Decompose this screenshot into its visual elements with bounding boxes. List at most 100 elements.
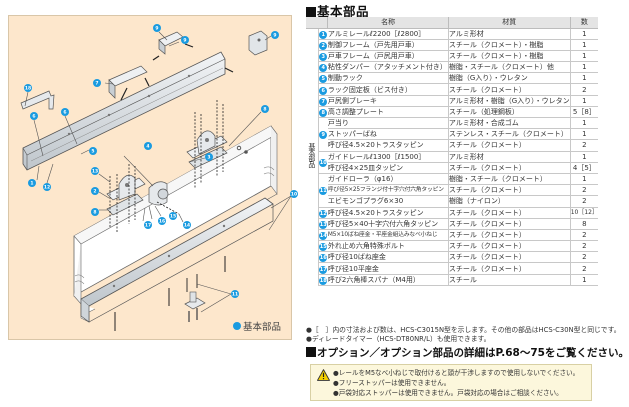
part-name: 呼び径4.5×20トラスタッピン xyxy=(327,207,449,219)
part-name: 戸当り xyxy=(327,117,449,130)
part-number-cell: 5 xyxy=(318,72,328,85)
part-number-cell: 3 xyxy=(318,50,328,63)
table-row: 5 制動ラック 樹脂（G入り）・ウレタン 1 xyxy=(306,72,598,85)
stopper-part xyxy=(152,31,194,61)
callout-9a: 9 xyxy=(153,24,161,32)
callout-15: 15 xyxy=(169,212,177,220)
table-row: 14 M5×10ばね座金・平座金組込みなべ小ねじ スチール（クロメート） 2 xyxy=(306,229,598,242)
table-row: 11 ガイドローラ（φ16） 樹脂・スチール（クロメート） 1 xyxy=(306,173,598,208)
part-number-cell: 2 xyxy=(318,39,328,51)
part-material: スチール（クロメート）・樹脂 xyxy=(448,39,571,51)
part-number-badge: 2 xyxy=(319,41,328,50)
header-material: 材質 xyxy=(447,17,571,29)
part-name: 制動ラック xyxy=(327,72,449,85)
part-quantity: 2 xyxy=(570,251,598,264)
warning-lines: ●レールをM5なべ小ねじで取付けると頭が干渉しますので使用しないでください。 ●… xyxy=(333,368,579,400)
part-quantity: 2 xyxy=(570,240,598,253)
table-row: 呼び径4×25皿タッピン スチール（クロメート） 4［5］ xyxy=(306,162,598,174)
part-material: スチール（クロメート） xyxy=(448,218,571,230)
group-label: 基本部品 xyxy=(307,143,316,168)
part-number-badge: 13 xyxy=(319,220,328,229)
part-material: スチール（クロメート） xyxy=(448,240,571,253)
callout-6a: 6 xyxy=(61,108,69,116)
header-name: 名称 xyxy=(327,17,449,29)
part-quantity: 1 xyxy=(570,151,598,163)
table-row: 10 ガイドレールℓ1300［ℓ1500］ アルミ形材 1 xyxy=(306,151,598,174)
part-number-cell: 7 xyxy=(318,95,328,107)
callout-13: 13 xyxy=(91,167,99,175)
part-name: 呼び径10平座金 xyxy=(327,262,449,275)
callout-10: 10 xyxy=(290,190,298,198)
svg-text:7: 7 xyxy=(95,81,98,87)
svg-text:17: 17 xyxy=(145,223,151,229)
header-quantity: 数 xyxy=(569,17,598,29)
table-row: エビモンゴプラグ6×30 樹脂（ナイロン） 2 xyxy=(306,195,598,208)
part-material: アルミ形材 xyxy=(448,28,571,40)
part-quantity: 2 xyxy=(570,184,598,197)
exploded-view-drawing: 7 9 9 9 18 6 6 5 1 12 13 2 8 4 8 3 17 16… xyxy=(20,24,298,331)
callout-8b: 8 xyxy=(261,105,269,113)
callout-11: 11 xyxy=(231,290,239,298)
part-material: スチール（クロメート） xyxy=(448,139,571,152)
svg-text:6: 6 xyxy=(63,110,66,116)
svg-text:16: 16 xyxy=(159,219,165,225)
table-row: 呼び径5×25フランジ付十字穴付六角タッピン スチール（クロメート） 2 xyxy=(306,184,598,197)
callout-8a: 8 xyxy=(91,208,99,216)
part-name: 戸尻側ブレーキ xyxy=(327,95,449,107)
table-row: 18 呼び2六角棒スパナ（M4用） スチール 1 xyxy=(306,274,598,286)
illustration-legend: 基本部品 xyxy=(232,319,281,333)
part-quantity: 2 xyxy=(570,139,598,152)
part-number-badge: 10 xyxy=(319,159,328,168)
part-name: 呼び径5×40十字穴付六角タッピン xyxy=(327,218,449,230)
table-row: 15 外れ止め六角特殊ボルト スチール（クロメート） 2 xyxy=(306,240,598,253)
damper-part xyxy=(148,181,180,215)
part-quantity: 5［8］ xyxy=(570,106,598,119)
part-number-badge: 17 xyxy=(319,265,328,274)
part-name: ラック固定板（ビス付き） xyxy=(327,83,449,96)
svg-text:14: 14 xyxy=(184,223,190,229)
part-material: スチール（処理鋼板） xyxy=(448,106,571,119)
part-quantity: 1 xyxy=(570,61,598,74)
part-number-cell: 8 xyxy=(318,106,328,119)
part-quantity: 1 xyxy=(570,39,598,51)
warning-triangle-icon xyxy=(317,369,330,381)
legend-label: 基本部品 xyxy=(242,322,281,333)
svg-text:9: 9 xyxy=(183,38,186,44)
part-name: 呼び径4.5×20トラスタッピン xyxy=(327,139,449,152)
svg-text:4: 4 xyxy=(146,144,149,150)
table-row: 4 粘性ダンパー（アタッチメント付き） 樹脂・スチール（クロメート）他 1 xyxy=(306,61,598,74)
table-row: 9 戸当り アルミ形材・合成ゴム 1 xyxy=(306,117,598,152)
callout-12a: 12 xyxy=(43,183,51,191)
part-name: ガイドローラ（φ16） xyxy=(327,173,449,186)
part-name: 呼び径10ばね座金 xyxy=(327,251,449,264)
header-group xyxy=(306,17,328,29)
group-label-cell: 基本部品 xyxy=(306,28,319,286)
part-number-cell: 10 xyxy=(318,151,328,174)
basic-part-dot-icon xyxy=(232,322,241,330)
table-row: 2 制御フレーム（戸先用戸車） スチール（クロメート）・樹脂 1 xyxy=(306,39,598,51)
option-parts-heading-text: オプション／オプション部品の詳細はP.68～75をご覧ください。 xyxy=(317,347,629,359)
guide-rail-part xyxy=(80,197,274,331)
table-row: 12 呼び径4.5×20トラスタッピン スチール（クロメート） 10［12］ xyxy=(306,207,598,219)
guide-roller-part xyxy=(184,274,206,322)
part-quantity: 1 xyxy=(570,28,598,40)
exploded-parts-illustration: 7 9 9 9 18 6 6 5 1 12 13 2 8 4 8 3 17 16… xyxy=(8,15,298,340)
part-quantity: 8 xyxy=(570,218,598,230)
callout-17: 17 xyxy=(144,221,152,229)
part-material: アルミ形材・合成ゴム xyxy=(448,117,571,130)
svg-text:6: 6 xyxy=(32,114,35,120)
part-quantity: 2 xyxy=(570,262,598,275)
part-material: スチール（クロメート） xyxy=(448,251,571,264)
part-quantity: 1 xyxy=(570,50,598,63)
part-number-cell: 15 xyxy=(318,240,328,253)
part-material: スチール xyxy=(448,274,571,286)
part-name: 高さ調整プレート xyxy=(327,106,449,119)
svg-text:3: 3 xyxy=(207,155,210,161)
svg-text:9: 9 xyxy=(155,26,158,32)
svg-text:2: 2 xyxy=(93,189,96,195)
table-row: 呼び径4.5×20トラスタッピン スチール（クロメート） 2 xyxy=(306,139,598,152)
callout-4: 4 xyxy=(144,142,152,150)
part-number-cell: 13 xyxy=(318,218,328,230)
table-row: 7 戸尻側ブレーキ アルミ形材・樹脂（G入り）・ウレタン 1 xyxy=(306,95,598,107)
callout-5: 5 xyxy=(89,147,97,155)
